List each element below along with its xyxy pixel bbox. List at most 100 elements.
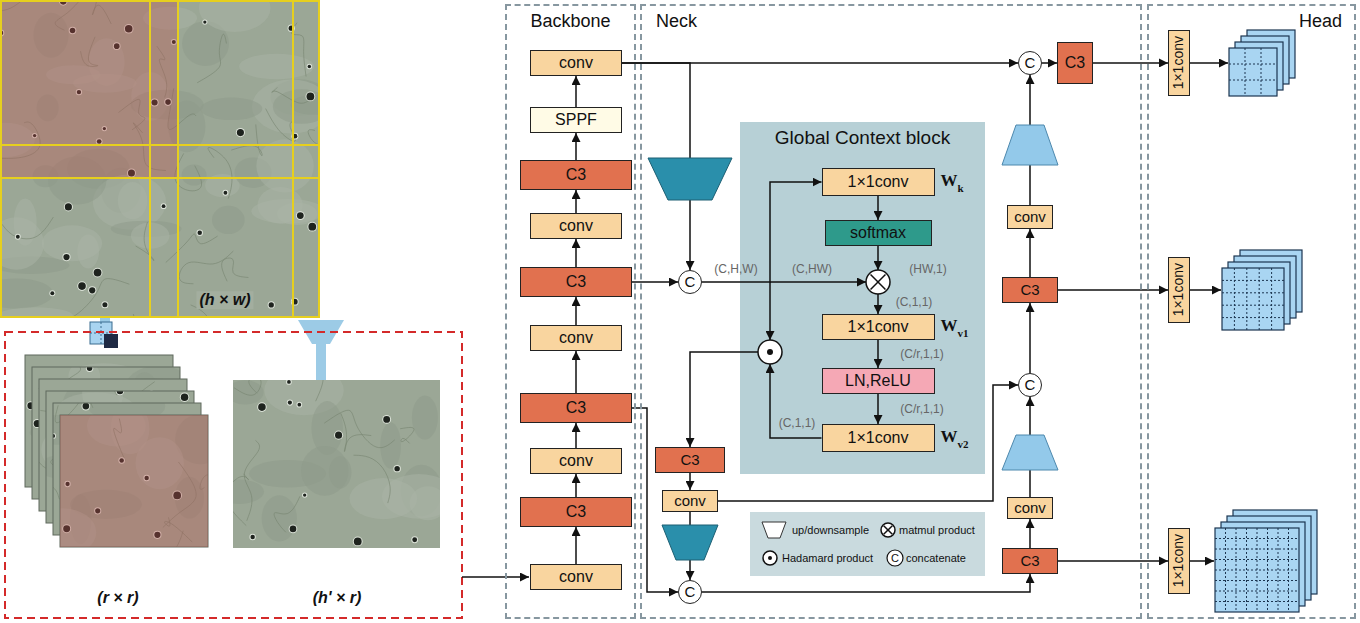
- image-patch: [412, 395, 438, 439]
- node-label: LN,ReLU: [845, 372, 911, 390]
- image-particle: [102, 302, 107, 307]
- image-particle: [303, 493, 306, 496]
- image-particle-halo: [393, 465, 400, 472]
- node-label: 1×1conv: [1171, 36, 1186, 89]
- image-fibre: [244, 440, 259, 520]
- image-patch: [199, 0, 271, 32]
- conv-box: 1×1conv: [1168, 528, 1190, 593]
- feature-grid: [1261, 48, 1262, 96]
- image-patch: [200, 98, 262, 120]
- image-particle-halo: [202, 20, 207, 25]
- output-arrow: [1190, 289, 1221, 291]
- conv-box: conv: [1007, 205, 1053, 229]
- legend-entry: up/downsample: [792, 524, 869, 536]
- connector-arrow: [1093, 62, 1168, 64]
- image-particle: [162, 204, 166, 208]
- legend-sample: [881, 523, 895, 537]
- grid-line: [149, 0, 151, 318]
- connector-arrow: [702, 574, 1030, 592]
- hadamard-symbol-dot: [767, 349, 773, 355]
- node-label: conv: [559, 452, 593, 470]
- context-block-ground: [740, 122, 985, 474]
- image-particle-halo: [88, 286, 96, 294]
- image-particle-halo: [296, 402, 302, 408]
- image-particle: [197, 231, 201, 235]
- image-patch: [118, 182, 148, 219]
- feature-grid: [1288, 528, 1289, 612]
- image-particle-halo: [307, 222, 317, 232]
- image-particle: [78, 282, 86, 290]
- concat-circle: C: [678, 270, 702, 294]
- image-border: [1, 1, 319, 317]
- image-particle: [87, 367, 92, 371]
- connector-arrow: [1029, 303, 1031, 373]
- feature-grid: [1246, 268, 1247, 330]
- image-particle-halo: [15, 234, 21, 240]
- resized-image: [233, 380, 440, 548]
- connector-arrow: [1029, 519, 1031, 548]
- sppf-box: SPPF: [530, 107, 622, 133]
- node-label: conv: [559, 329, 593, 347]
- connector-arrow: [1058, 289, 1168, 291]
- image-particle: [82, 403, 89, 409]
- image-fibre: [315, 380, 323, 401]
- image-particle-halo: [353, 537, 363, 547]
- image-particle-halo: [334, 431, 343, 440]
- image-particle: [89, 287, 95, 293]
- image-particle: [297, 403, 301, 407]
- image-particle-halo: [268, 301, 275, 308]
- legend-entry: concatenate: [906, 552, 966, 564]
- connector-arrow: [575, 76, 577, 107]
- image-patch: [233, 380, 264, 404]
- context-wire: [690, 352, 758, 447]
- weight-subscript: k: [958, 182, 964, 194]
- image-particle-halo: [289, 525, 298, 534]
- image-particle-halo: [287, 399, 293, 405]
- legend-text: up/downsample: [792, 524, 869, 536]
- image-fibre: [208, 147, 232, 198]
- feature-grid: [1215, 538, 1299, 539]
- node-label: conv: [674, 493, 706, 510]
- connector-arrow: [877, 340, 879, 368]
- output-arrow: [1190, 62, 1228, 64]
- connector-arrow: [1042, 62, 1057, 64]
- size-label: (h × w): [196, 291, 253, 309]
- image-particle-halo: [161, 203, 167, 209]
- legend-sample-cross: [884, 526, 893, 535]
- node-label: C3: [566, 399, 586, 417]
- connector-arrow: [877, 196, 879, 220]
- image-particle: [335, 432, 342, 439]
- feature-grid: [1245, 48, 1246, 96]
- image-patch: [258, 187, 303, 224]
- connector-arrow: [1058, 560, 1168, 562]
- downsample-block: [648, 158, 732, 200]
- image-ground: [233, 380, 440, 548]
- image-particle: [16, 235, 20, 239]
- image-particle-halo: [64, 202, 73, 211]
- image-particle-halo: [307, 64, 312, 69]
- image-particle-halo: [236, 128, 245, 137]
- image-particle-halo: [302, 492, 307, 497]
- image-particle-halo: [49, 290, 55, 296]
- concat-circle: C: [1018, 373, 1042, 397]
- image-particle: [63, 254, 69, 260]
- legend-sample-dot: [768, 556, 772, 560]
- legend-symbol-letter: C: [891, 552, 899, 564]
- image-fibre: [354, 455, 391, 503]
- feature-grid: [1229, 64, 1277, 65]
- tensor-shape: (C,HW): [792, 263, 832, 276]
- output-arrow: [1190, 560, 1214, 562]
- legend-sample-cross: [884, 526, 893, 535]
- image-patch: [380, 422, 401, 468]
- feature-map: [1215, 528, 1299, 612]
- image-patch: [233, 480, 264, 504]
- matmul-symbol: [866, 270, 890, 294]
- feature-grid: [1222, 280, 1284, 281]
- feature-grid: [1278, 528, 1279, 612]
- c3-box: C3: [1002, 548, 1058, 574]
- context-wire: [877, 246, 879, 270]
- grid-line: [0, 177, 320, 179]
- context-block: Global Context block1×1convWksoftmax1×1c…: [740, 122, 985, 474]
- image-particle: [237, 129, 244, 136]
